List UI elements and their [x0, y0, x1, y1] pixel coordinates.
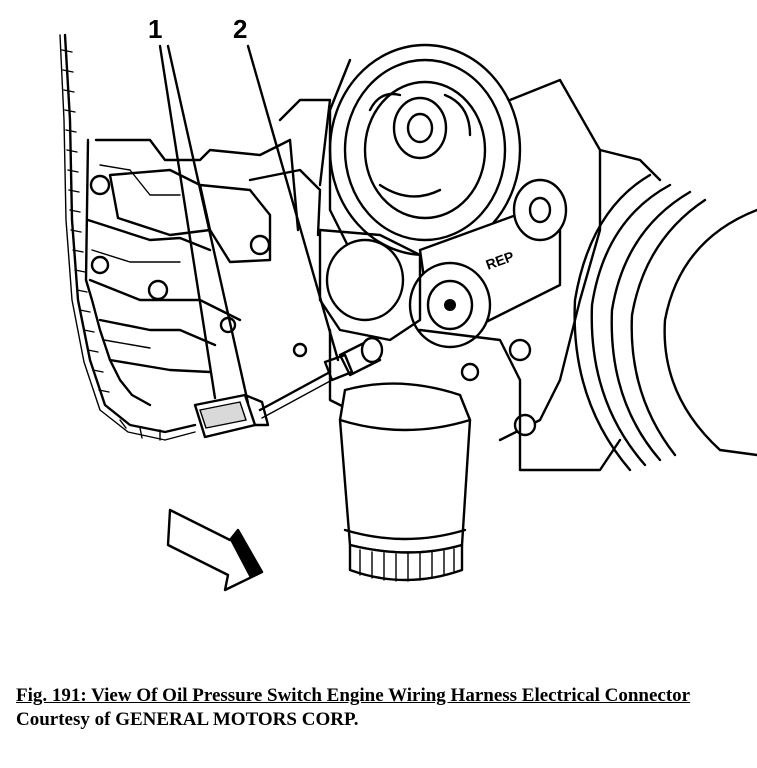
- harness-electrical-connector: [193, 393, 270, 439]
- wiring-harness: [59, 33, 333, 441]
- callout-2: 2: [233, 14, 340, 362]
- front-direction-arrow: [166, 508, 264, 592]
- oil-filter: [338, 382, 472, 582]
- svg-text:2: 2: [233, 14, 247, 44]
- engine-diagram: REP: [59, 14, 757, 592]
- belt-tensioner: REP: [408, 178, 568, 349]
- caption-title: Fig. 191: View Of Oil Pressure Switch En…: [16, 685, 691, 706]
- callout-1: 1: [148, 14, 250, 405]
- figure-caption: Fig. 191: View Of Oil Pressure Switch En…: [16, 684, 751, 732]
- engine-block: [84, 98, 332, 407]
- svg-text:1: 1: [148, 14, 162, 44]
- oil-pressure-switch: [323, 336, 384, 382]
- crankshaft-pulley: [328, 43, 522, 257]
- filter-grip-ribs: [359, 548, 455, 582]
- ac-compressor-pulley: [573, 173, 757, 472]
- front-cover: [318, 78, 662, 472]
- caption-credit: Courtesy of GENERAL MOTORS CORP.: [16, 709, 359, 730]
